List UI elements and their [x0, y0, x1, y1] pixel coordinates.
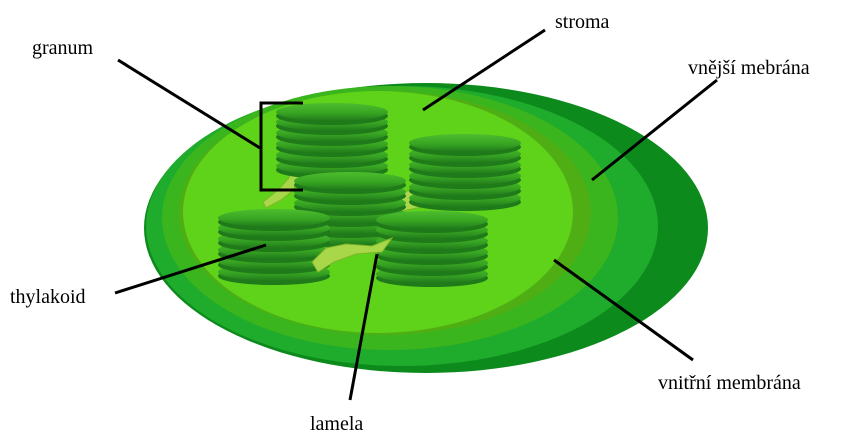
label-outer-membrane: vnější mebrána [688, 57, 810, 79]
label-lamella: lamela [310, 413, 363, 435]
granum-top-right [409, 134, 521, 211]
granum-bottom-left [218, 209, 330, 285]
label-stroma: stroma [555, 11, 610, 33]
label-thylakoid: thylakoid [10, 286, 86, 308]
granum-bottom-right [376, 211, 488, 287]
label-inner-membrane: vnitřní membrána [658, 372, 801, 394]
leader-granum [118, 60, 260, 148]
label-granum: granum [32, 37, 94, 59]
granum-top-left [276, 103, 388, 179]
